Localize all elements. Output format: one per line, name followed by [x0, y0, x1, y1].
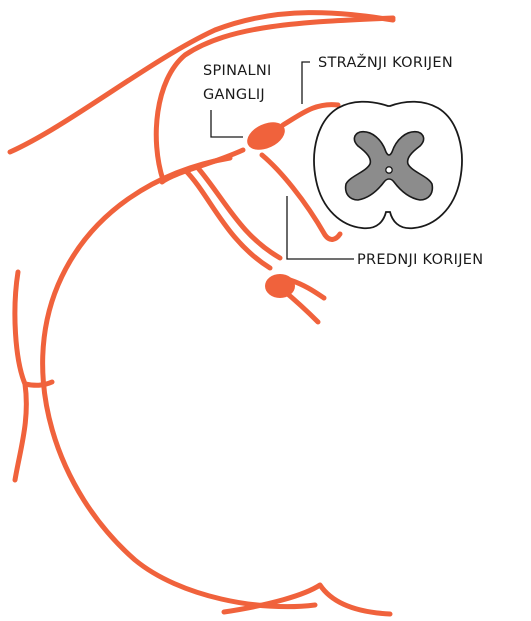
nerves: [10, 13, 393, 614]
spinal-ganglion-label-line1: SPINALNI: [203, 63, 272, 79]
ventral-ramus: [43, 158, 315, 607]
left-cutaneous-connector: [25, 382, 52, 385]
sympathetic-chain-upper: [290, 280, 324, 298]
spinal-cord-cross-section: [314, 102, 462, 229]
central-canal: [386, 167, 392, 173]
rami-communicantes-outer: [185, 170, 270, 268]
spinal-ganglion-label-line2: GANGLIJ: [203, 87, 265, 103]
posterior-root-leader: [302, 62, 310, 104]
anterior-root-label: PREDNJI KORIJEN: [357, 252, 483, 268]
sympathetic-ganglion: [265, 274, 295, 298]
left-cutaneous-fibre: [15, 272, 26, 480]
spinal-ganglion: [243, 117, 289, 156]
posterior-root-label: STRAŽNJI KORIJEN: [318, 53, 453, 71]
lower-cutaneous-branch: [224, 585, 390, 614]
spinal-ganglion-leader: [211, 110, 243, 137]
